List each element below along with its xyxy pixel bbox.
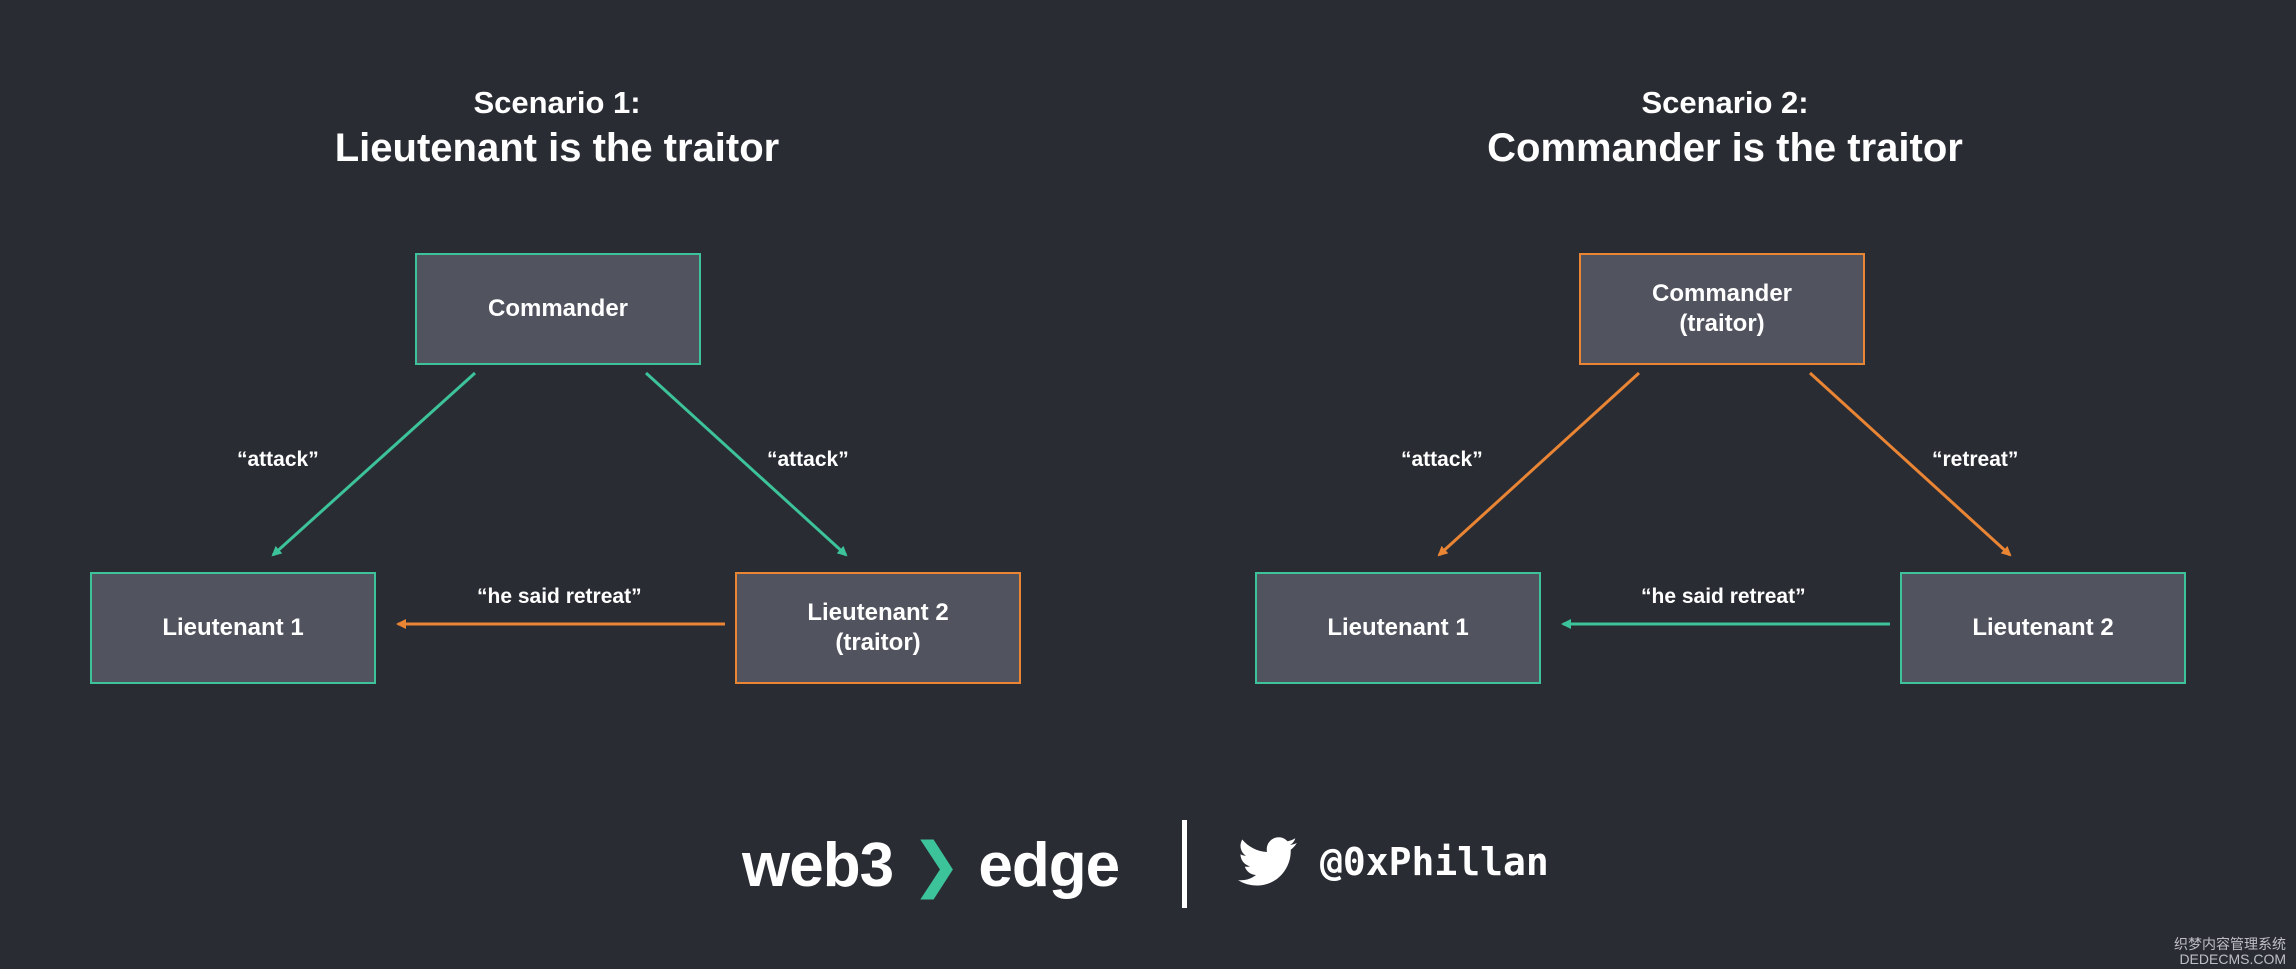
s1-label-attack-right: “attack” [767, 448, 849, 471]
s1-lieutenant-2-node: Lieutenant 2 (traitor) [735, 572, 1021, 684]
scenario-1-title: Scenario 1: Lieutenant is the traitor [207, 83, 907, 173]
brand-web3: web3 [742, 830, 894, 900]
watermark-line-2: DEDECMS.COM [2179, 951, 2286, 967]
s1-commander-label: Commander [487, 295, 629, 322]
s1-label-he-said-retreat: “he said retreat” [477, 585, 642, 608]
s2-lieutenant-2-label: Lieutenant 2 [1972, 614, 2114, 641]
watermark: 织梦内容管理系统 DEDECMS.COM [2174, 937, 2286, 967]
web3edge-logo: web3 ❯ edge [742, 820, 1120, 910]
s2-label-he-said-retreat: “he said retreat” [1641, 585, 1806, 608]
s2-lieutenant-1-label: Lieutenant 1 [1327, 614, 1469, 641]
scenario-2-heading: Commander is the traitor [1487, 126, 1963, 170]
twitter-icon [1238, 837, 1297, 886]
scenario-1-heading: Lieutenant is the traitor [334, 126, 780, 170]
s1-arrow-commander-to-lieutenant-1 [271, 371, 477, 557]
s2-commander-traitor-tag: (traitor) [1679, 310, 1765, 337]
s1-lieutenant-2-label: Lieutenant 2 [807, 599, 949, 626]
s2-commander-label: Commander [1651, 280, 1793, 307]
twitter-handle[interactable]: @0xPhillan [1320, 840, 1549, 884]
watermark-line-1: 织梦内容管理系统 [2174, 936, 2286, 952]
s2-commander-node: Commander (traitor) [1579, 253, 1865, 365]
scenario-1-label: Scenario 1: [473, 85, 641, 120]
s2-lieutenant-2-node: Lieutenant 2 [1900, 572, 2186, 684]
s1-lieutenant-1-node: Lieutenant 1 [90, 572, 376, 684]
twitter-handle-group: @0xPhillan [1238, 835, 1549, 889]
scenario-2-label: Scenario 2: [1641, 85, 1809, 120]
s1-lieutenant-1-label: Lieutenant 1 [162, 614, 304, 641]
s1-label-attack-left: “attack” [237, 448, 319, 471]
footer-divider [1182, 820, 1187, 908]
chevron-right-icon: ❯ [911, 831, 961, 898]
s2-lieutenant-1-node: Lieutenant 1 [1255, 572, 1541, 684]
s1-commander-node: Commander [415, 253, 701, 365]
s2-arrow-commander-to-lieutenant-1 [1437, 371, 1641, 557]
s2-label-attack: “attack” [1401, 448, 1483, 471]
s2-label-retreat: “retreat” [1932, 448, 2019, 471]
scenario-2-title: Scenario 2: Commander is the traitor [1375, 83, 2075, 173]
s2-arrow-commander-to-lieutenant-2 [1808, 371, 2012, 557]
s1-arrow-commander-to-lieutenant-2 [644, 371, 848, 557]
brand-edge: edge [978, 830, 1120, 900]
s1-lieutenant-2-traitor-tag: (traitor) [835, 629, 921, 656]
